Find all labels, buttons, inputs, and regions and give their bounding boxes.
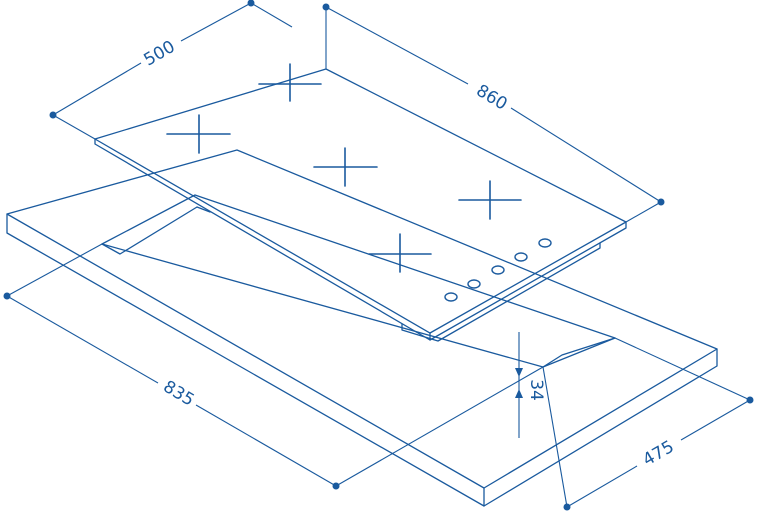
dim-475-end-dot bbox=[746, 396, 754, 404]
control-knob bbox=[444, 292, 458, 302]
cutout bbox=[101, 194, 616, 368]
dim-835-start-dot bbox=[3, 292, 11, 300]
dim-860-line-a bbox=[325, 6, 469, 85]
hob-bottom-box bbox=[401, 242, 601, 342]
dim-500-line-b bbox=[180, 2, 252, 42]
dim-label-475: 475 bbox=[639, 437, 677, 471]
dim-label-860: 860 bbox=[473, 81, 511, 115]
hob-front-edge bbox=[94, 138, 431, 341]
dim-835-end-dot bbox=[332, 482, 340, 490]
height-dimension bbox=[515, 332, 523, 438]
countertop-front-edge bbox=[6, 213, 485, 507]
cutout-extension-right bbox=[614, 337, 751, 401]
hob-extension-back-left bbox=[250, 2, 293, 28]
cutout-extension-front bbox=[335, 366, 544, 487]
control-knobs bbox=[444, 238, 552, 302]
burner-icon bbox=[313, 147, 378, 187]
hob-dimensions bbox=[49, 0, 665, 223]
control-knob bbox=[467, 279, 481, 289]
burner-icon bbox=[258, 63, 322, 102]
dim-label-500: 500 bbox=[140, 37, 178, 71]
burner-icon bbox=[458, 180, 522, 220]
control-knob bbox=[538, 238, 552, 248]
dim-label-34: 34 bbox=[526, 379, 546, 401]
countertop-right-edge bbox=[483, 348, 718, 507]
control-knob bbox=[514, 252, 528, 262]
dim-34-arrow-up bbox=[515, 389, 523, 398]
hob-extension-front-left bbox=[52, 114, 96, 140]
cutout-inner-wall-left bbox=[101, 206, 198, 255]
cutout-extension-front-right bbox=[542, 366, 568, 508]
dim-475-start-dot bbox=[563, 503, 571, 511]
dim-label-835: 835 bbox=[160, 377, 198, 411]
dim-34-arrow-down bbox=[515, 368, 523, 377]
hob-right-edge bbox=[429, 221, 627, 341]
dim-860-start-dot bbox=[322, 3, 330, 11]
burner-icon bbox=[368, 233, 432, 273]
countertop bbox=[6, 149, 718, 507]
cutout-extension-left bbox=[6, 243, 103, 297]
countertop-top-face bbox=[6, 149, 718, 489]
hob-extension-front-right bbox=[625, 201, 662, 223]
dim-475-line-b bbox=[680, 399, 751, 441]
dim-860-line-b bbox=[510, 107, 662, 203]
dim-835-line-a bbox=[6, 295, 159, 384]
dim-835-line-b bbox=[195, 404, 337, 487]
dim-500-line-a bbox=[52, 62, 142, 116]
burners bbox=[166, 63, 522, 273]
cutout-dimensions bbox=[3, 243, 754, 511]
dim-860-end-dot bbox=[657, 198, 665, 206]
dim-500-start-dot bbox=[49, 111, 57, 119]
dim-475-line-a bbox=[566, 465, 638, 508]
cutout-inner-wall-right bbox=[542, 337, 616, 368]
burner-icon bbox=[166, 114, 231, 154]
cutout-inner-wall-back bbox=[196, 206, 211, 213]
control-knob bbox=[491, 265, 505, 275]
dim-500-end-dot bbox=[247, 0, 255, 7]
cutout-opening bbox=[101, 194, 616, 368]
